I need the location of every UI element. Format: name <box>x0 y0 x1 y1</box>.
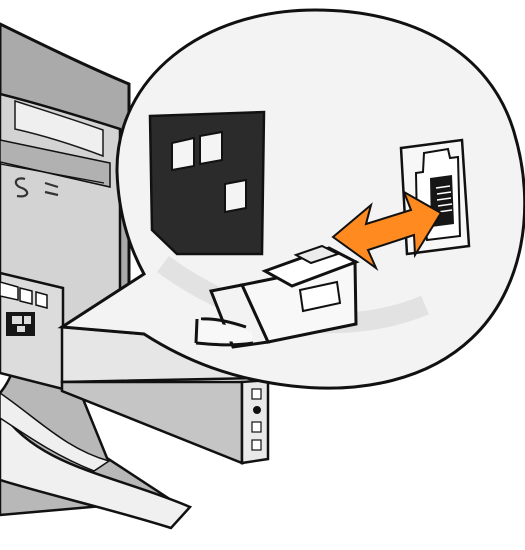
side-port-3 <box>252 422 261 432</box>
side-port-2 <box>253 406 261 414</box>
power-connector-small <box>6 312 35 336</box>
power-prong-3 <box>225 180 246 212</box>
ethernet-cable-end <box>196 319 197 343</box>
power-prong-2 <box>200 132 222 164</box>
side-port-4 <box>252 440 261 450</box>
power-prong-1 <box>172 138 194 170</box>
power-socket-icon <box>150 112 264 254</box>
side-port-1 <box>252 389 261 399</box>
rear-port-panel <box>0 273 63 389</box>
